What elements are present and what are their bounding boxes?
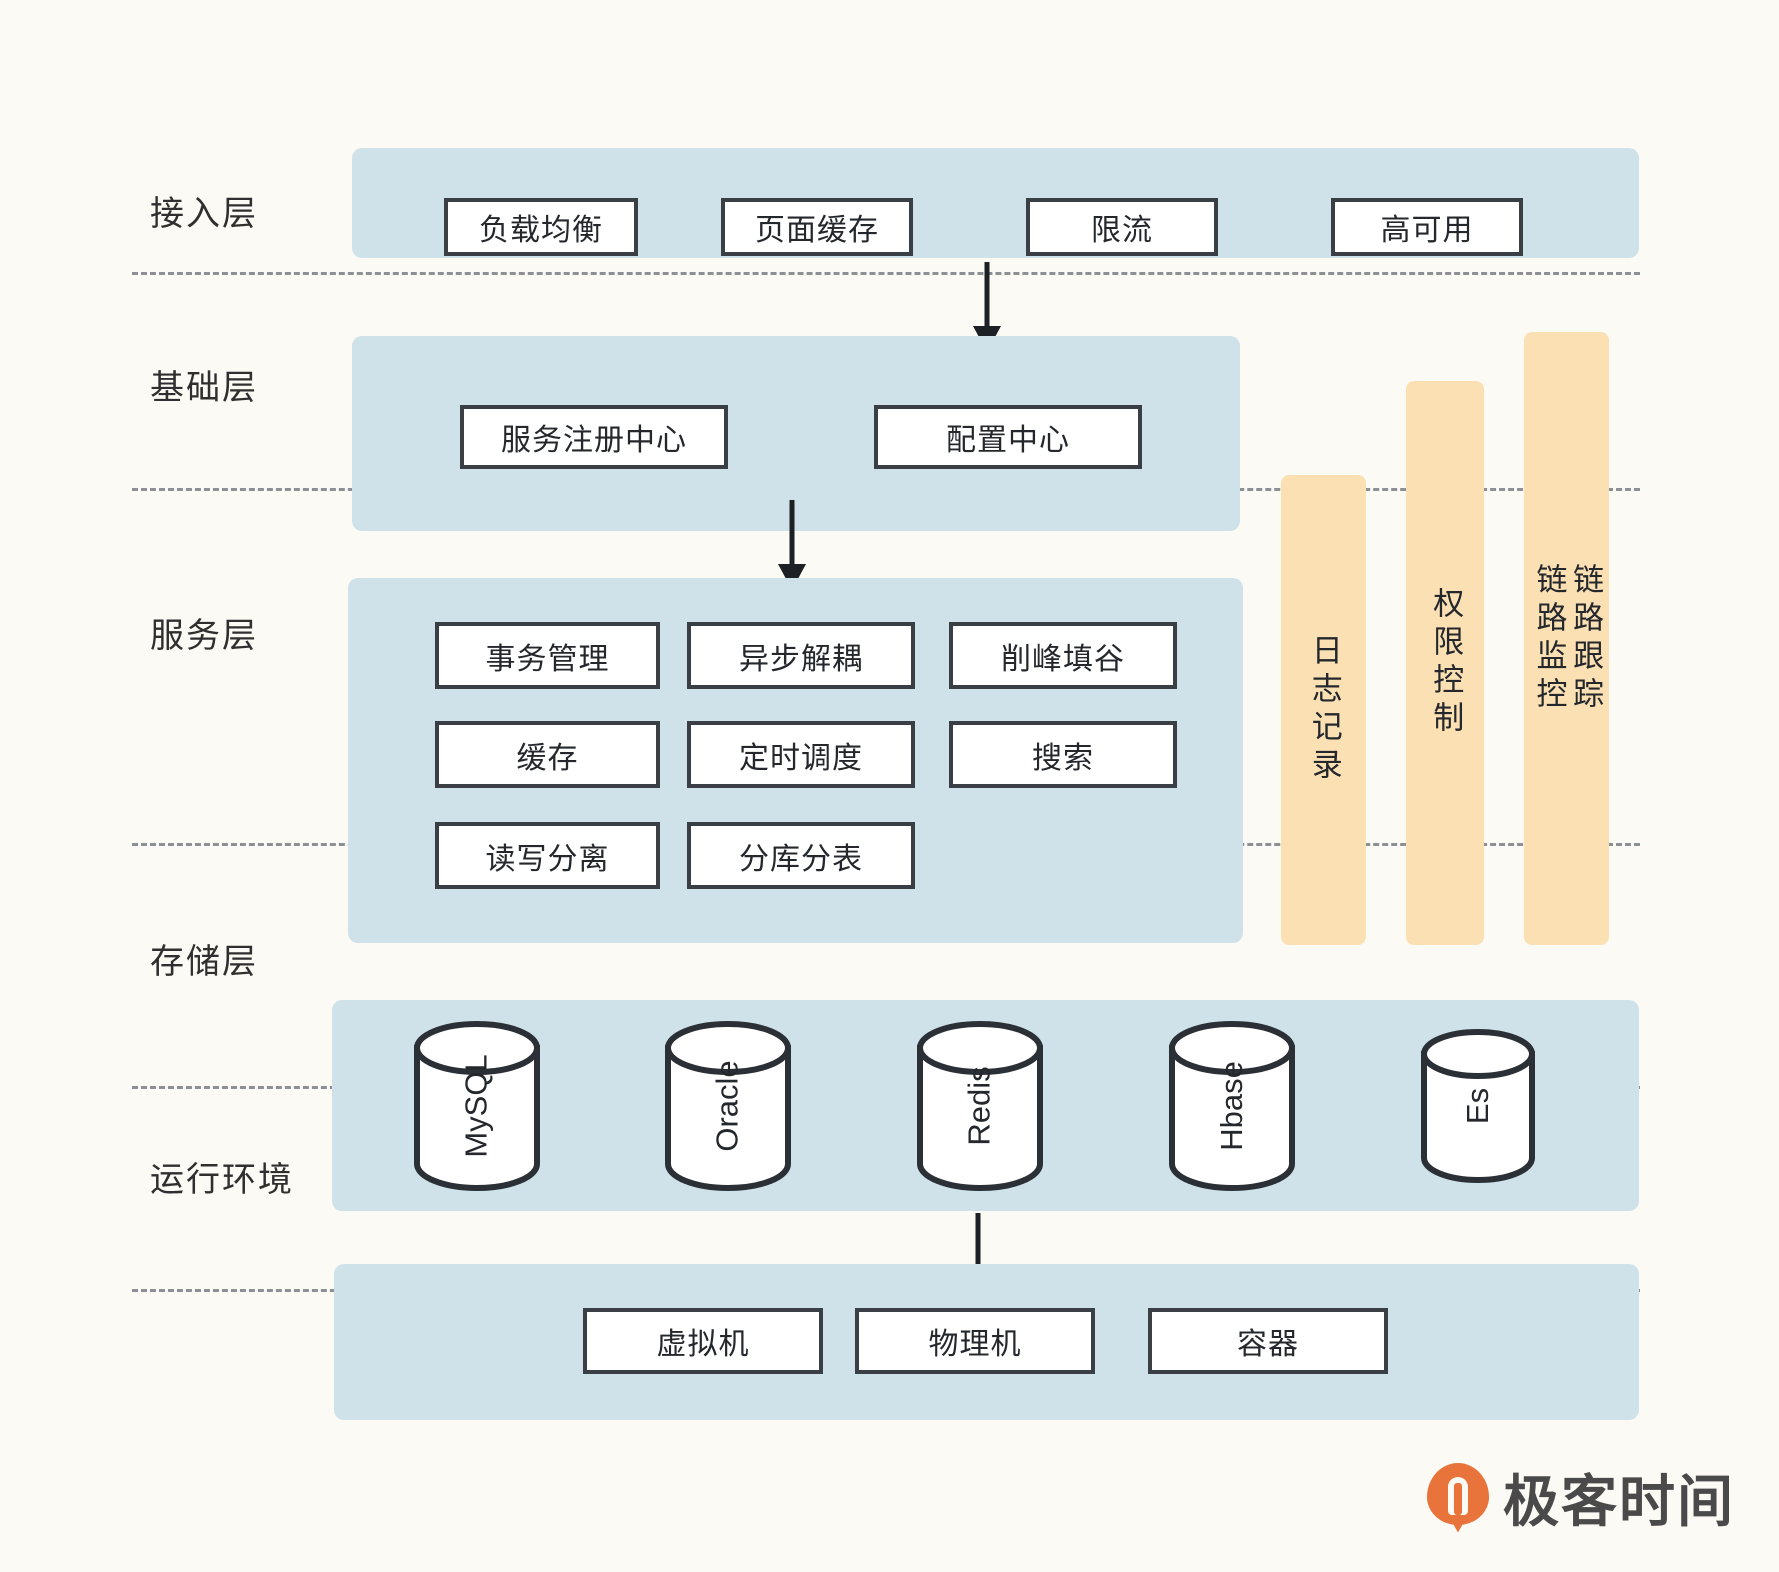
row-label-storage: 存储层 <box>150 943 258 981</box>
geektime-logo-icon <box>1427 1462 1489 1533</box>
runtime-box-virtual-machine[interactable]: 虚拟机 <box>583 1308 823 1374</box>
service-box-transaction-management[interactable]: 事务管理 <box>435 622 660 689</box>
geektime-logo: 极客时间 <box>1427 1457 1735 1538</box>
row-label-base: 基础层 <box>150 369 258 407</box>
crosscut-bar-authz-label: 权限控制 <box>1428 587 1464 739</box>
service-box-async-decoupling[interactable]: 异步解耦 <box>687 622 915 689</box>
runtime-box-physical-machine[interactable]: 物理机 <box>855 1308 1095 1374</box>
row-label-access: 接入层 <box>150 195 258 233</box>
access-box-rate-limit[interactable]: 限流 <box>1026 198 1218 256</box>
storage-db-redis[interactable]: Redis <box>915 1020 1045 1192</box>
service-box-read-write-split[interactable]: 读写分离 <box>435 822 660 889</box>
service-box-cache[interactable]: 缓存 <box>435 721 660 788</box>
access-box-load-balance[interactable]: 负载均衡 <box>444 198 638 256</box>
storage-db-oracle[interactable]: Oracle <box>663 1020 793 1192</box>
crosscut-bar-tracing-label-monitor: 链路监控 <box>1531 562 1567 715</box>
row-label-service: 服务层 <box>150 617 258 655</box>
service-box-peak-shaving[interactable]: 削峰填谷 <box>949 622 1177 689</box>
crosscut-bar-authz[interactable]: 权限控制 <box>1406 381 1484 945</box>
base-box-config-center[interactable]: 配置中心 <box>874 405 1142 469</box>
service-box-sharding[interactable]: 分库分表 <box>687 822 915 889</box>
arrow-base-to-service <box>777 500 807 590</box>
geektime-logo-text: 极客时间 <box>1503 1470 1735 1533</box>
separator-access-base <box>132 272 1640 275</box>
runtime-box-container[interactable]: 容器 <box>1148 1308 1388 1374</box>
service-box-scheduled-tasks[interactable]: 定时调度 <box>687 721 915 788</box>
storage-db-hbase[interactable]: Hbase <box>1167 1020 1297 1192</box>
service-box-search[interactable]: 搜索 <box>949 721 1177 788</box>
row-label-runtime: 运行环境 <box>150 1161 294 1199</box>
crosscut-bar-logging[interactable]: 日志记录 <box>1281 475 1366 945</box>
storage-db-es[interactable]: Es <box>1419 1028 1537 1184</box>
access-box-page-cache[interactable]: 页面缓存 <box>721 198 913 256</box>
base-box-service-registry[interactable]: 服务注册中心 <box>460 405 728 469</box>
crosscut-bar-tracing-label-trace: 链路跟踪 <box>1568 562 1604 715</box>
crosscut-bar-tracing[interactable]: 链路监控 链路跟踪 <box>1524 332 1609 945</box>
storage-db-mysql[interactable]: MySQL <box>412 1020 542 1192</box>
crosscut-bar-logging-label: 日志记录 <box>1306 634 1342 786</box>
access-box-high-availability[interactable]: 高可用 <box>1331 198 1523 256</box>
